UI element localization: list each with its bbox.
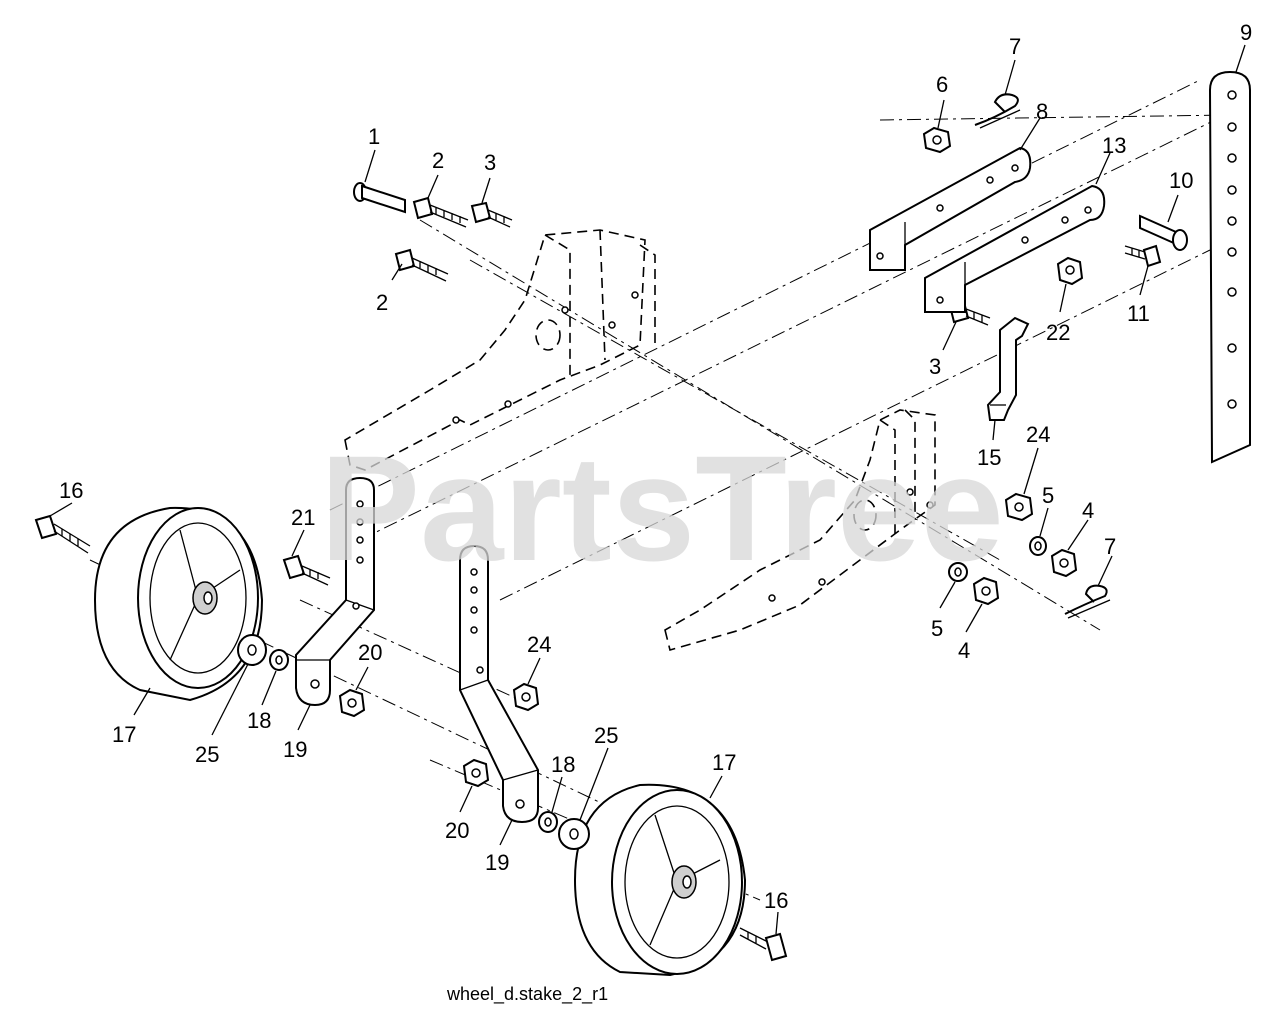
label-4-lower: 4	[958, 638, 970, 663]
part-25-washer-right	[558, 818, 590, 850]
label-2-upper: 2	[432, 148, 444, 173]
part-7-hairpin-lower	[1064, 584, 1111, 619]
label-20-upper: 20	[358, 640, 382, 665]
label-2-lower: 2	[376, 290, 388, 315]
label-20-lower: 20	[445, 818, 469, 843]
left-frame-bracket	[344, 229, 656, 471]
part-5-washer-lower	[948, 562, 968, 582]
part-19-bracket-left	[295, 476, 375, 707]
label-13: 13	[1102, 133, 1126, 158]
part-labels: 1 2 3 2 6 7 8 13 9 10 11 22 3 15 24 5 4 …	[59, 20, 1252, 913]
label-11: 11	[1127, 301, 1150, 326]
part-16-bolt-left	[34, 514, 91, 554]
label-7-upper: 7	[1009, 34, 1021, 59]
label-3-upper: 3	[484, 150, 496, 175]
part-6-nut	[922, 126, 952, 154]
diagram-caption: wheel_d.stake_2_r1	[446, 984, 608, 1005]
label-16-right: 16	[764, 888, 788, 913]
part-9-depth-stake	[1208, 70, 1251, 464]
label-7-lower: 7	[1104, 534, 1116, 559]
part-19-bracket-right	[459, 544, 539, 824]
part-8-stake-bar	[869, 146, 1032, 271]
label-17-right: 17	[712, 750, 736, 775]
part-18-washer-left	[269, 649, 289, 671]
part-16-bolt-right	[739, 927, 788, 962]
label-16-left: 16	[59, 478, 83, 503]
label-5-upper: 5	[1042, 483, 1054, 508]
part-24-nut-lower	[512, 682, 540, 712]
label-10: 10	[1169, 168, 1193, 193]
watermark: PartsTree	[320, 424, 1004, 592]
label-19-right: 19	[485, 850, 509, 875]
label-17-left: 17	[112, 722, 136, 747]
label-19-left: 19	[283, 737, 307, 762]
part-15-tab	[986, 316, 1030, 421]
label-25-left: 25	[195, 742, 219, 767]
right-frame-bracket	[664, 409, 936, 651]
label-18-left: 18	[247, 708, 271, 733]
part-24-nut-upper	[1004, 492, 1034, 522]
part-11-bolt	[1124, 244, 1162, 268]
label-15: 15	[977, 445, 1001, 470]
label-21: 21	[291, 505, 315, 530]
part-5-washer-upper	[1029, 536, 1047, 556]
label-8: 8	[1036, 99, 1048, 124]
label-6: 6	[936, 72, 948, 97]
label-9: 9	[1240, 20, 1252, 45]
part-4-nut-upper	[1050, 548, 1078, 578]
part-25-washer-left	[237, 634, 267, 666]
label-25-right: 25	[594, 723, 618, 748]
part-4-nut-lower	[972, 576, 1000, 606]
part-13-stake-bar	[924, 184, 1106, 313]
label-4-upper: 4	[1082, 498, 1094, 523]
label-24-upper: 24	[1026, 422, 1050, 447]
part-21-bolt	[282, 554, 331, 586]
part-2-bolt-lower	[394, 248, 449, 282]
leader-lines	[49, 44, 1246, 935]
label-1: 1	[368, 124, 380, 149]
part-10-pin	[1139, 214, 1188, 251]
part-1-clevis-pin	[353, 182, 406, 214]
part-3-bolt-upper	[470, 201, 513, 228]
label-22: 22	[1046, 320, 1070, 345]
label-5-lower: 5	[931, 616, 943, 641]
part-17-wheel-left	[93, 506, 264, 702]
label-3-lower: 3	[929, 354, 941, 379]
label-24-lower: 24	[527, 632, 551, 657]
part-22-nut	[1056, 256, 1084, 286]
part-20-nut-upper	[338, 688, 366, 718]
label-18-right: 18	[551, 752, 575, 777]
part-2-bolt-upper	[412, 196, 469, 228]
part-7-hairpin-upper	[974, 93, 1021, 129]
part-20-nut-lower	[462, 758, 490, 788]
part-18-washer-right	[538, 811, 558, 833]
part-17-wheel-right	[573, 783, 747, 977]
